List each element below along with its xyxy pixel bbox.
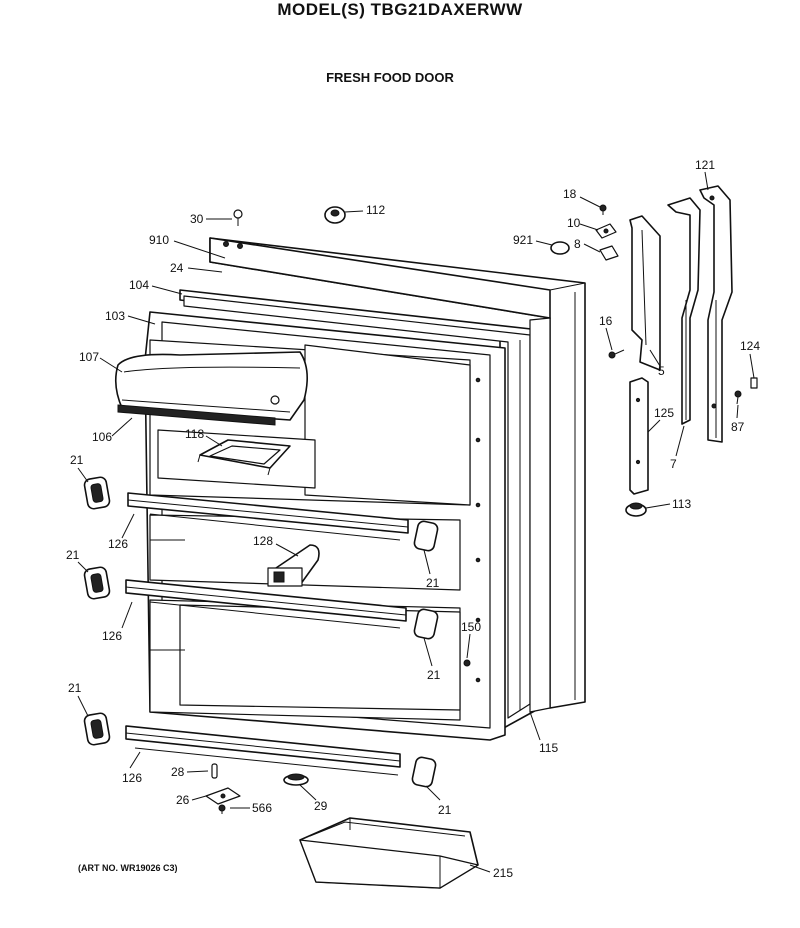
callout-112: 112 <box>366 203 385 217</box>
callout-126-lower: 126 <box>122 771 142 785</box>
callout-115: 115 <box>539 741 558 755</box>
diagram-subtitle: FRESH FOOD DOOR <box>326 70 454 85</box>
door-bin <box>299 817 479 889</box>
shelf-bar-end-right-1 <box>413 520 439 552</box>
callout-128: 128 <box>253 534 273 548</box>
cap-921 <box>550 241 570 255</box>
callout-18: 18 <box>563 187 577 201</box>
callout-21-left-2: 21 <box>66 548 80 562</box>
screw-87 <box>734 390 742 405</box>
shelf-bar-lower <box>125 725 401 776</box>
handle-7 <box>667 197 701 425</box>
diagram-title: MODEL(S) TBG21DAXERWW <box>277 0 523 19</box>
bushing-8 <box>599 245 619 261</box>
screw-18 <box>599 204 607 215</box>
dairy-compartment-door <box>114 351 308 426</box>
handle-121 <box>699 185 733 443</box>
screw-30 <box>233 209 243 226</box>
callout-7: 7 <box>670 457 677 471</box>
callout-labels: 30 112 910 24 104 103 107 106 118 21 126… <box>66 158 760 880</box>
callout-121: 121 <box>695 158 715 172</box>
callout-150: 150 <box>461 620 481 634</box>
callout-118: 118 <box>185 427 204 441</box>
callout-126-upper: 126 <box>108 537 128 551</box>
callout-21-left-3: 21 <box>68 681 82 695</box>
screw-28 <box>211 763 218 779</box>
shelf-bar-upper <box>127 492 409 541</box>
callout-16: 16 <box>599 314 613 328</box>
callout-566: 566 <box>252 801 272 815</box>
callout-87: 87 <box>731 420 745 434</box>
callout-104: 104 <box>129 278 149 292</box>
butter-tray <box>197 439 291 476</box>
handle-cap-113 <box>625 502 647 517</box>
callout-24: 24 <box>170 261 184 275</box>
callout-125: 125 <box>654 406 674 420</box>
handle-trim-125 <box>629 377 649 495</box>
callout-30: 30 <box>190 212 204 226</box>
callout-21-right-2: 21 <box>427 668 441 682</box>
callout-21-left-1: 21 <box>70 453 84 467</box>
shelf-bar-middle <box>125 579 407 629</box>
door-stop-29 <box>283 773 309 786</box>
callout-107: 107 <box>79 350 99 364</box>
callout-8: 8 <box>574 237 581 251</box>
hinge-plate-26 <box>205 787 241 805</box>
callout-21-bottom: 21 <box>438 803 452 817</box>
callout-126-middle: 126 <box>102 629 122 643</box>
callout-910: 910 <box>149 233 169 247</box>
screw-16 <box>608 349 625 359</box>
shelf-bar-end-left-2 <box>83 566 111 600</box>
shelf-bar-end-left-3 <box>83 712 111 746</box>
shelf-bar-end-left-1 <box>83 476 111 510</box>
callout-28: 28 <box>171 765 185 779</box>
callout-215: 215 <box>493 866 513 880</box>
handle-mount-5 <box>629 215 661 371</box>
art-number: (ART NO. WR19026 C3) <box>78 863 178 873</box>
callout-921: 921 <box>513 233 533 247</box>
callout-5: 5 <box>658 364 665 378</box>
shelf-bar-end-right-3 <box>411 756 437 788</box>
callout-103: 103 <box>105 309 125 323</box>
leader-lines <box>77 171 755 873</box>
bar-retainer-clip <box>267 544 320 587</box>
screw-150 <box>463 659 471 667</box>
callout-113: 113 <box>672 497 691 511</box>
shelf-bar-end-right-2 <box>413 608 439 640</box>
clip-124 <box>750 377 758 389</box>
callout-10: 10 <box>567 216 581 230</box>
callout-106: 106 <box>92 430 112 444</box>
plug-112 <box>324 206 346 224</box>
hinge-pin-10 <box>595 223 617 239</box>
screw-566 <box>218 804 226 814</box>
callout-21-right-1: 21 <box>426 576 440 590</box>
callout-29: 29 <box>314 799 328 813</box>
callout-26: 26 <box>176 793 190 807</box>
callout-124: 124 <box>740 339 760 353</box>
door-seal-strip <box>529 317 551 713</box>
